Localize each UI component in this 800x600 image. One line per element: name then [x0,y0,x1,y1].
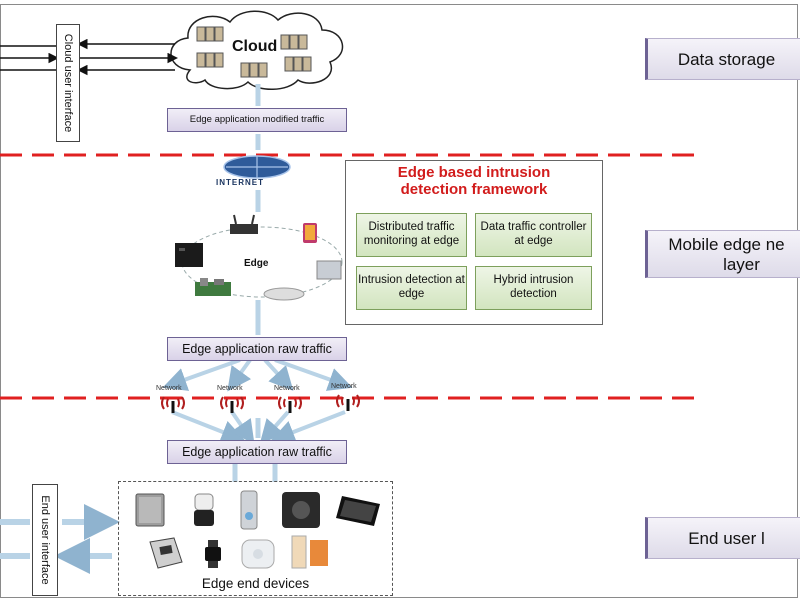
raw-traffic-box-bottom: Edge application raw traffic [167,440,347,464]
fanout-arrows [162,358,353,392]
circuit-board-icon [194,276,232,303]
framework-title: Edge based intrusion detection framework [346,164,602,198]
network-label: Network [156,385,182,392]
card-reader-icon [146,536,186,575]
server-box-icon [174,242,204,273]
traffic-controller-box: Data traffic controller at edge [475,213,592,257]
edge-ring [181,226,343,298]
framework-title-line1: Edge based intrusion [397,164,551,181]
server-icon [284,56,312,77]
doorbell-icon [238,490,260,535]
storage-unit-icon [316,258,342,285]
end-user-layer: End user l [645,517,800,559]
server-icon [240,62,268,83]
hybrid-detection-box: Hybrid intrusion detection [475,266,592,310]
antenna-icon [335,391,361,416]
fanin-arrows [171,410,346,445]
smart-speaker-icon [192,492,216,533]
network-label: Network [217,385,243,392]
smartwatch-icon [203,540,223,573]
figure-frame [0,4,798,598]
server-icon [280,34,308,55]
end-ui-arrows [0,504,120,574]
network-label: Network [331,383,357,390]
sensor-device-icon [262,286,306,307]
raw-traffic-box-top: Edge application raw traffic [167,337,347,361]
smart-fridge-icon [134,492,166,533]
server-icon [196,26,224,47]
distributed-monitoring-box: Distributed traffic monitoring at edge [356,213,467,257]
smart-thermostat-icon [290,534,330,575]
internet-globe-icon [222,154,292,185]
smoke-detector-icon [240,538,276,575]
antenna-icon [219,393,245,418]
internet-label: INTERNET [216,178,264,187]
framework-title-line2: detection framework [400,180,548,198]
vertical-flow-arrows [232,84,278,482]
intrusion-detection-box: Intrusion detection at edge [356,266,467,310]
phone-icon [302,222,318,249]
edge-end-devices-label: Edge end devices [201,576,310,591]
server-icon [196,52,224,73]
tablet-icon [334,494,382,533]
end-user-interface-label: End user interface [39,495,51,585]
data-storage-layer: Data storage [645,38,800,80]
smart-hub-icon [280,490,322,535]
edge-label: Edge [244,258,269,269]
cloud-label: Cloud [232,38,278,55]
intrusion-detection-framework: Edge based intrusion detection framework… [345,160,603,325]
mobile-edge-layer-line1: Mobile edge ne [668,235,785,254]
mobile-edge-layer: Mobile edge ne layer [645,230,800,278]
antenna-icon [160,393,186,418]
cloud-user-interface-label: Cloud user interface [62,33,74,133]
mobile-edge-layer-line2: layer [723,254,760,274]
end-user-interface: End user interface [32,484,58,596]
antenna-icon [277,393,303,418]
network-label: Network [274,385,300,392]
cloud-user-interface: Cloud user interface [56,24,80,142]
modified-traffic-box: Edge application modified traffic [167,108,347,132]
router-icon [228,214,260,241]
edge-end-devices-group [118,481,393,596]
